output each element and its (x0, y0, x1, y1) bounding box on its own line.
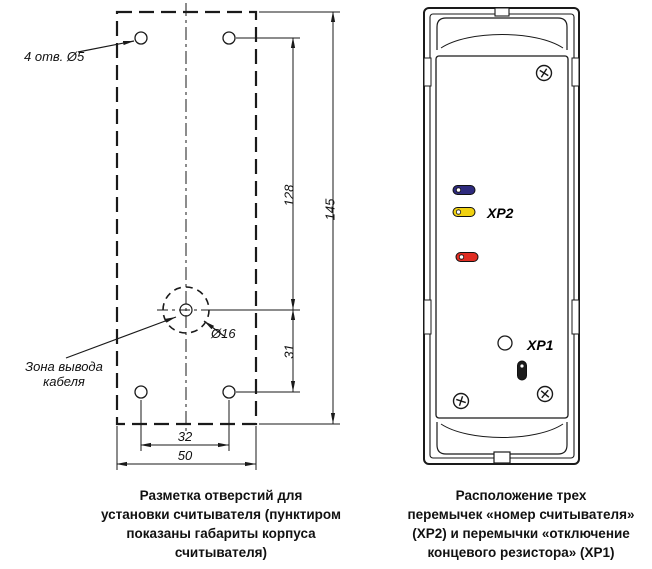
cable-hole-diameter-label: Ø16 (211, 326, 236, 341)
right-drawing-caption: Расположение трех перемычек «номер считы… (407, 488, 635, 560)
mounting-hole-bottom-right (222, 385, 236, 399)
dimension-50 (116, 426, 257, 470)
xp2-label: ХР2 (487, 205, 514, 221)
side-clip-mid-right (571, 299, 580, 335)
mounting-hole-top-right (222, 31, 236, 45)
diagram-svg (65, 3, 580, 470)
top-recess (436, 17, 568, 50)
dim-145-label: 145 (322, 198, 338, 221)
top-tab (494, 7, 510, 17)
dim-50-label: 50 (177, 448, 193, 463)
xp2-jumper-3-pin (458, 254, 465, 260)
side-clip-top-left (423, 57, 432, 87)
dimension-128-31 (211, 37, 300, 393)
bottom-tab (493, 451, 511, 464)
xp2-jumper-2-pin (455, 209, 462, 215)
dim-32-label: 32 (177, 429, 193, 444)
screw-bottom-right (536, 385, 554, 403)
xp1-hole (497, 335, 513, 351)
hole-layout-drawing (65, 3, 340, 470)
bottom-recess-curve (440, 423, 564, 438)
xp2-jumper-block (452, 185, 479, 262)
case-outer-outline (423, 7, 580, 465)
mounting-hole-bottom-left (134, 385, 148, 399)
mounting-hole-top-left (134, 31, 148, 45)
screw-top (535, 64, 553, 82)
holes-note-label: 4 отв. Ø5 (24, 49, 85, 64)
top-recess-curve (440, 34, 564, 49)
reader-rear-view (423, 7, 580, 465)
dim-31-label: 31 (281, 344, 297, 359)
xp1-jumper-pin (519, 363, 525, 369)
holes-note-leader (77, 40, 135, 53)
back-panel (435, 55, 569, 419)
side-clip-mid-left (423, 299, 432, 335)
cable-zone-label: Зона вывода кабеля (25, 359, 103, 389)
leader-lines (65, 40, 225, 359)
xp1-label: ХР1 (527, 337, 554, 353)
cable-zone-leader (65, 316, 177, 359)
xp2-jumper-1-pin (455, 187, 462, 193)
dim-128-label: 128 (281, 184, 297, 207)
reader-body-outline (115, 10, 258, 426)
screw-bottom-left (452, 392, 470, 410)
left-drawing-caption: Разметка отверстий для установки считыва… (101, 488, 341, 560)
dimension-32 (140, 400, 230, 451)
side-clip-top-right (571, 57, 580, 87)
dimension-145 (259, 11, 340, 425)
diameter16-leader (203, 320, 225, 337)
